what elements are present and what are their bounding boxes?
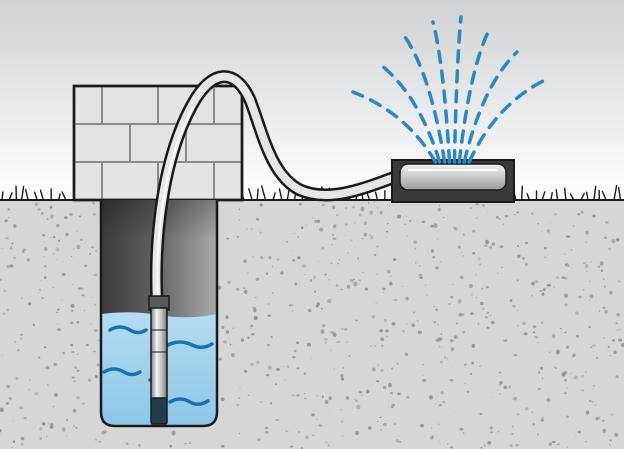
brick-wall-icon [72,84,244,202]
sprinkler-icon [391,159,515,203]
water-spray-icon [351,15,547,164]
ground [0,199,624,449]
well-outline [99,200,219,428]
hose-icon [149,70,405,309]
submersible-pump-icon [148,295,170,425]
